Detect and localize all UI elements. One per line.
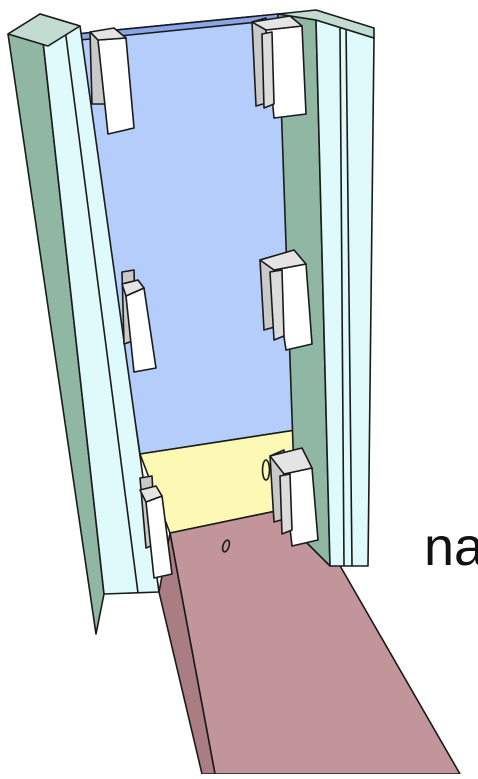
block-right-top [252, 16, 306, 118]
floor-hole [263, 460, 270, 480]
diagram-label: na [424, 520, 478, 574]
